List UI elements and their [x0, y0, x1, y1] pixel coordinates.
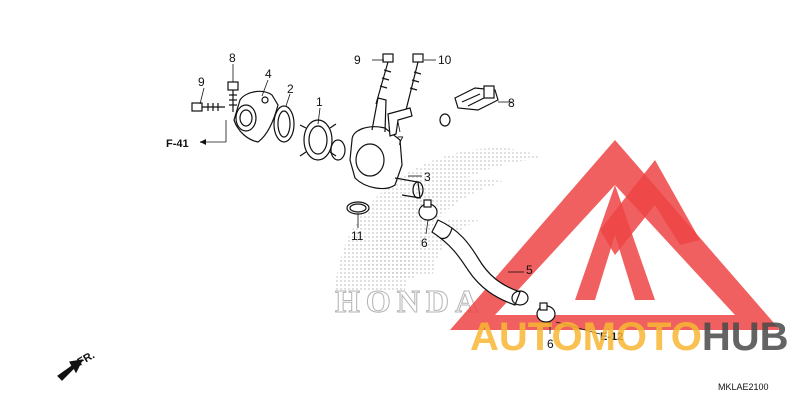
- automotohub-logo-icon: [450, 140, 780, 330]
- thermostat-icon: [299, 119, 346, 161]
- gasket-icon: [273, 105, 295, 143]
- svg-text:AUTOMOTOHUB: AUTOMOTOHUB: [470, 315, 789, 359]
- bolt-lower-icon: [191, 102, 225, 112]
- honda-wing-logo: HONDA: [335, 148, 545, 320]
- water-hose-icon: [431, 219, 529, 306]
- callout-10-left: 9: [354, 53, 361, 67]
- brand-moto: MOTO: [583, 315, 702, 359]
- callout-labels: 8 9 4 2 1 9 10 7 8 3 11 6 5 6 F-41 E-12 …: [76, 51, 769, 392]
- callout-10-right: 10: [438, 53, 452, 67]
- parts-art: [57, 53, 601, 381]
- ref-f41: F-41: [166, 138, 189, 150]
- front-label: FR.: [76, 349, 97, 368]
- hose-clamp-lower-icon: [536, 302, 556, 323]
- bracket-icon: [387, 107, 413, 137]
- honda-wordmark: HONDA: [335, 283, 484, 319]
- ref-e12: E-12: [600, 331, 623, 343]
- callout-3: 3: [424, 170, 431, 184]
- callout-7: 7: [397, 134, 404, 148]
- callout-6-upper: 6: [421, 236, 428, 250]
- callout-4: 4: [265, 67, 272, 81]
- callout-9-upper: 8: [229, 51, 236, 65]
- callout-5: 5: [526, 263, 533, 277]
- callout-11: 11: [351, 229, 364, 243]
- callout-8: 8: [508, 96, 515, 110]
- leader-lines: [199, 59, 601, 335]
- callout-6-lower: 6: [547, 337, 554, 351]
- thermostat-housing-icon: [349, 97, 424, 199]
- temp-sensor-icon: [439, 85, 499, 127]
- callout-2: 2: [287, 82, 294, 96]
- bolt-upper-icon: [227, 81, 239, 112]
- brand-hub: HUB: [702, 315, 789, 359]
- diagram-code: MKLAE2100: [718, 382, 769, 392]
- o-ring-icon: [346, 201, 370, 215]
- brand-auto: AUTO: [470, 315, 583, 359]
- long-bolt-right-icon: [405, 53, 424, 111]
- automotohub-wordmark: AUTOMOTOHUB: [470, 315, 789, 359]
- callout-9-lower: 9: [198, 75, 205, 89]
- hose-clamp-upper-icon: [418, 199, 438, 221]
- front-arrow-icon: [57, 359, 84, 381]
- callout-1: 1: [316, 95, 323, 109]
- long-bolt-left-icon: [375, 53, 394, 105]
- thermostat-cover-icon: [233, 90, 279, 143]
